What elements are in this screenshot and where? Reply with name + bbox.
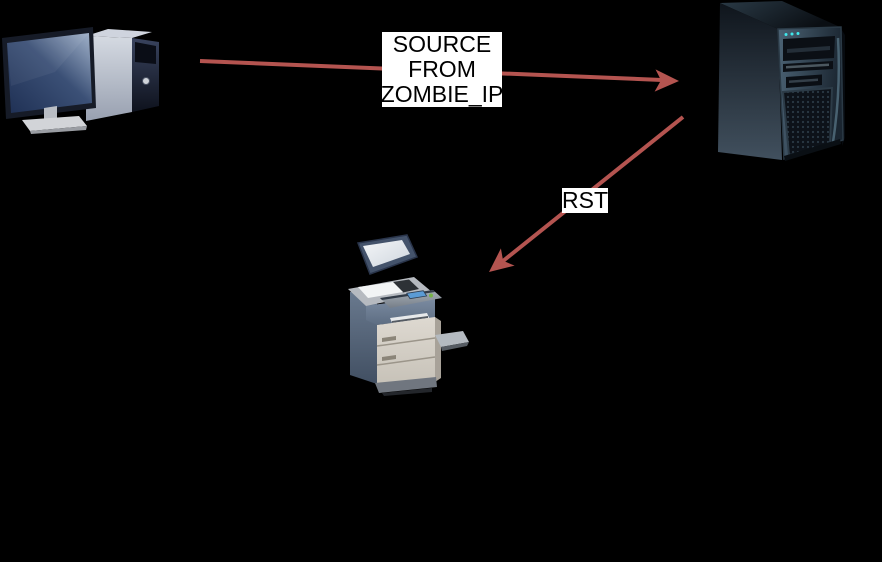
tray-underside	[441, 342, 469, 351]
node-workstation	[0, 24, 172, 136]
led-icon	[790, 32, 794, 36]
drawer-seam	[376, 356, 436, 366]
printer-base	[375, 377, 437, 393]
edge-label-line: FROM	[408, 56, 476, 82]
server-bottom-lip	[784, 139, 841, 161]
server-status-leds	[784, 32, 800, 36]
tower-drive-bay	[135, 42, 156, 64]
scanner-glass	[393, 279, 419, 293]
led-icon	[796, 32, 800, 35]
tower-unit	[86, 29, 159, 121]
paper-drawers	[376, 317, 441, 387]
scanner-deck	[348, 277, 432, 306]
drawer-handle	[382, 336, 396, 342]
document-on-glass	[358, 282, 403, 298]
printer-base-shadow	[382, 388, 432, 396]
server-side-panel	[718, 3, 782, 160]
led-icon	[784, 33, 788, 36]
arrowhead-right-icon	[654, 69, 679, 92]
screen-glare	[7, 33, 89, 86]
edge-label-line: ZOMBIE_IP	[380, 81, 504, 107]
edge-label-source-from-zombie-ip: SOURCE FROM ZOMBIE_IP	[380, 31, 504, 107]
touchscreen	[406, 290, 428, 300]
lid-white-underside	[363, 240, 410, 267]
scanner-lid-open	[356, 234, 419, 275]
control-panel	[380, 290, 442, 308]
monitor-base-edge	[30, 126, 87, 134]
monitor-screen	[7, 33, 92, 113]
node-printer	[342, 234, 474, 400]
drawer-handle	[382, 355, 396, 361]
desktop-computer-icon	[2, 27, 159, 134]
side-output-tray	[435, 331, 469, 351]
power-button-icon	[142, 77, 150, 85]
monitor-base	[22, 116, 87, 131]
edge-label-rst: RST	[562, 187, 608, 213]
tray-surface	[435, 331, 469, 347]
edge-label-line: SOURCE	[392, 31, 492, 57]
tower-side-panel	[86, 36, 132, 121]
server-top-face	[720, 1, 840, 29]
tower-top	[86, 29, 152, 38]
drawer-seam	[376, 337, 436, 347]
panel-surface	[380, 290, 442, 308]
drawer-front	[377, 317, 435, 387]
media-slot	[789, 78, 818, 83]
node-server	[716, 0, 848, 168]
server-tower-icon	[718, 1, 845, 161]
monitor	[2, 27, 96, 134]
drawer-side	[435, 317, 441, 382]
start-button-icon	[429, 293, 433, 298]
optical-drive-slot	[787, 46, 830, 53]
output-slot-gap	[392, 316, 428, 323]
front-frame-highlight	[831, 37, 841, 143]
drive-slot-2	[786, 63, 829, 69]
printer-copier-icon	[348, 234, 469, 396]
arrowhead-down-left-icon	[489, 248, 515, 272]
